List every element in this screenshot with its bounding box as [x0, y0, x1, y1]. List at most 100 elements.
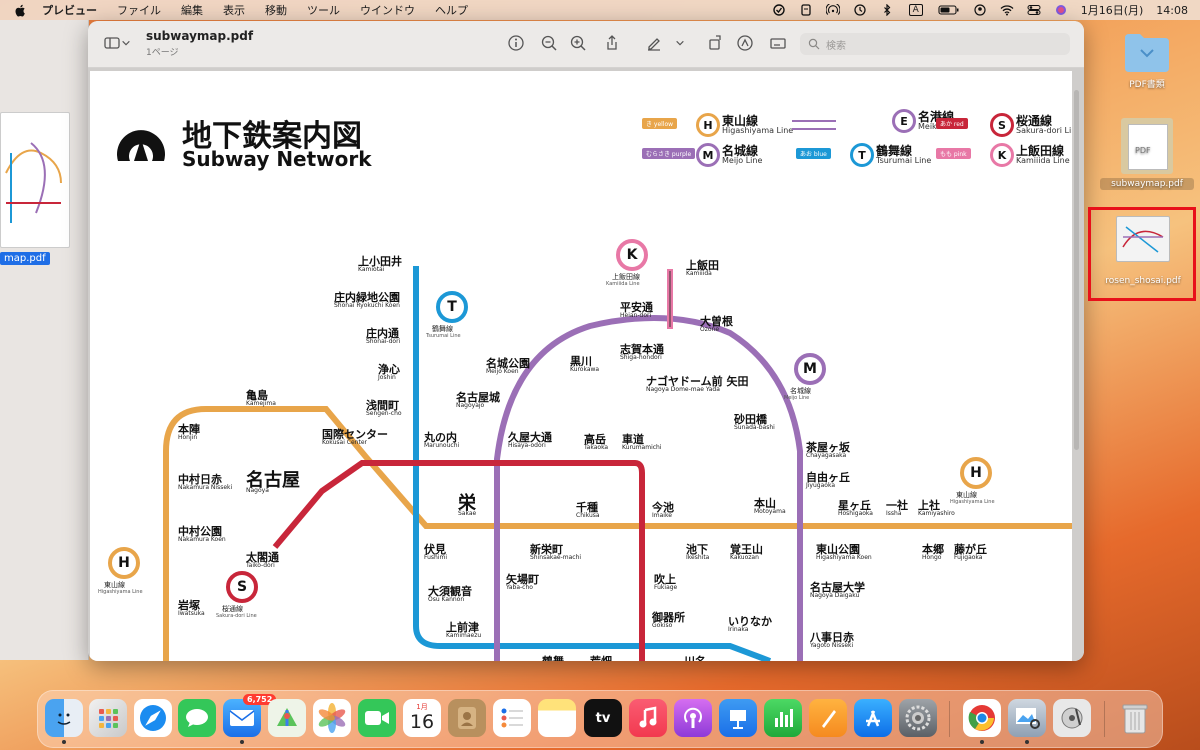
- station-name-en: Heian-dori: [620, 312, 652, 319]
- notes-icon[interactable]: [538, 699, 576, 737]
- share-icon[interactable]: [602, 33, 622, 53]
- menu-app-name[interactable]: プレビュー: [42, 4, 97, 17]
- menu-window[interactable]: ウインドウ: [360, 4, 415, 17]
- legend-line-name: 東山線: [722, 114, 759, 128]
- station-name-en: Nakamura Koen: [178, 536, 226, 543]
- station-name-en: Meijo Koen: [486, 368, 519, 375]
- station-name-en: Irinaka: [728, 626, 749, 633]
- podcasts-icon[interactable]: [674, 699, 712, 737]
- music-icon[interactable]: [629, 699, 667, 737]
- station-name-en: Kakuozan: [730, 554, 759, 561]
- preview-window: subwaymap.pdf 1ページ 検索 地下鉄案内図 Subway Netw…: [88, 21, 1084, 661]
- station-name-en: Kamiotai: [358, 266, 385, 273]
- desktop-folder-pdf[interactable]: PDF書類: [1112, 30, 1182, 90]
- station-name-jp: 中村日赤: [178, 473, 222, 486]
- apple-menu-icon[interactable]: [14, 3, 26, 17]
- station-name-jp: 茶屋ヶ坂: [806, 441, 850, 454]
- app-store-icon[interactable]: [854, 699, 892, 737]
- highlight-icon[interactable]: [735, 33, 755, 53]
- desktop-file-subwaymap[interactable]: PDF subwaymap.pdf: [1100, 118, 1194, 190]
- disk-utility-icon[interactable]: [1053, 699, 1091, 737]
- page-thumbnail[interactable]: [0, 112, 70, 248]
- facetime-icon[interactable]: [358, 699, 396, 737]
- system-settings-icon[interactable]: [899, 699, 937, 737]
- control-center-icon[interactable]: [1027, 4, 1041, 16]
- input-source-label: A: [908, 4, 923, 16]
- maps-icon[interactable]: [268, 699, 306, 737]
- chrome-icon[interactable]: [963, 699, 1001, 737]
- rotate-icon[interactable]: [705, 33, 725, 53]
- siri-icon[interactable]: [1054, 4, 1068, 16]
- thumbnail-label[interactable]: map.pdf: [0, 252, 50, 265]
- station-name-jp: 平安通: [620, 301, 653, 314]
- safari-icon[interactable]: [134, 699, 172, 737]
- station-name-en: Sakae: [458, 510, 477, 517]
- line-badge-name: 桜通線: [222, 605, 243, 613]
- user-icon[interactable]: [973, 4, 987, 16]
- apple-tv-icon[interactable]: tv: [584, 699, 622, 737]
- launchpad-icon[interactable]: [89, 699, 127, 737]
- menu-tools[interactable]: ツール: [307, 4, 340, 17]
- desktop-file-label: subwaymap.pdf: [1100, 178, 1194, 190]
- station-name-en: Marunouchi: [424, 442, 460, 449]
- menu-file[interactable]: ファイル: [117, 4, 161, 17]
- mail-icon[interactable]: [223, 699, 261, 737]
- wifi-icon[interactable]: [1000, 4, 1014, 16]
- line-badge-letter: H: [108, 547, 140, 579]
- vertical-scrollbar[interactable]: [1074, 90, 1079, 450]
- menu-help[interactable]: ヘルプ: [435, 4, 468, 17]
- station-name-jp: いりなか: [728, 615, 772, 628]
- contacts-icon[interactable]: [448, 699, 486, 737]
- chevron-down-icon[interactable]: [120, 33, 132, 53]
- info-icon[interactable]: [506, 33, 526, 53]
- station-name-en: Taiko-dori: [246, 562, 275, 569]
- station-name-en: Fukiage: [654, 584, 678, 591]
- zoom-in-icon[interactable]: [568, 33, 588, 53]
- bluetooth-icon[interactable]: [880, 4, 894, 16]
- line-badge-letter: K: [616, 239, 648, 271]
- reminders-icon[interactable]: [493, 699, 531, 737]
- trash-icon[interactable]: [1116, 699, 1154, 737]
- subway-logo: [112, 109, 170, 167]
- station-name-jp: 千種: [576, 501, 598, 514]
- creative-cloud-icon[interactable]: [772, 4, 786, 16]
- search-field[interactable]: 検索: [800, 33, 1070, 55]
- legend-line-name: 鶴舞線: [876, 144, 913, 158]
- airdrop-icon[interactable]: [825, 4, 840, 16]
- form-fill-icon[interactable]: [768, 33, 788, 53]
- station-name-jp: 上社: [918, 499, 940, 512]
- markup-pen-icon[interactable]: [644, 33, 664, 53]
- menu-go[interactable]: 移動: [265, 4, 287, 17]
- desktop-file-rosen[interactable]: rosen_shosai.pdf: [1092, 216, 1194, 286]
- battery-icon[interactable]: [938, 4, 960, 16]
- legend-line-en: Sakura-dori Line: [1016, 126, 1072, 135]
- menu-time[interactable]: 14:08: [1156, 3, 1188, 17]
- menu-edit[interactable]: 編集: [181, 4, 203, 17]
- document-title[interactable]: subwaymap.pdf: [146, 29, 254, 43]
- numbers-icon[interactable]: [764, 699, 802, 737]
- pages-icon[interactable]: [809, 699, 847, 737]
- clipboard-icon[interactable]: [799, 4, 813, 16]
- menu-view[interactable]: 表示: [223, 4, 245, 17]
- menu-date[interactable]: 1月16日(月): [1080, 4, 1144, 17]
- keynote-icon[interactable]: [719, 699, 757, 737]
- messages-icon[interactable]: [178, 699, 216, 737]
- station-name-jp: 高岳: [584, 433, 606, 446]
- clock-icon[interactable]: [853, 4, 867, 16]
- pdf-file-icon: [1116, 216, 1170, 262]
- station-name-jp: 亀島: [246, 389, 268, 402]
- input-source-icon[interactable]: A: [907, 4, 925, 16]
- markup-chevron-icon[interactable]: [674, 33, 686, 53]
- photos-icon[interactable]: [313, 699, 351, 737]
- zoom-out-icon[interactable]: [539, 33, 559, 53]
- station-name-jp: 黒川: [570, 355, 592, 368]
- sidebar-toggle-icon[interactable]: [102, 33, 122, 53]
- dock-divider: [1104, 701, 1105, 737]
- preview-icon[interactable]: [1008, 699, 1046, 737]
- legend-color-chip: あお blue: [796, 148, 831, 159]
- finder-icon[interactable]: [45, 699, 83, 737]
- legend-line-letter: T: [850, 143, 874, 167]
- calendar-icon[interactable]: 1月 16: [403, 699, 441, 737]
- station-name-jp: 一社: [886, 499, 908, 512]
